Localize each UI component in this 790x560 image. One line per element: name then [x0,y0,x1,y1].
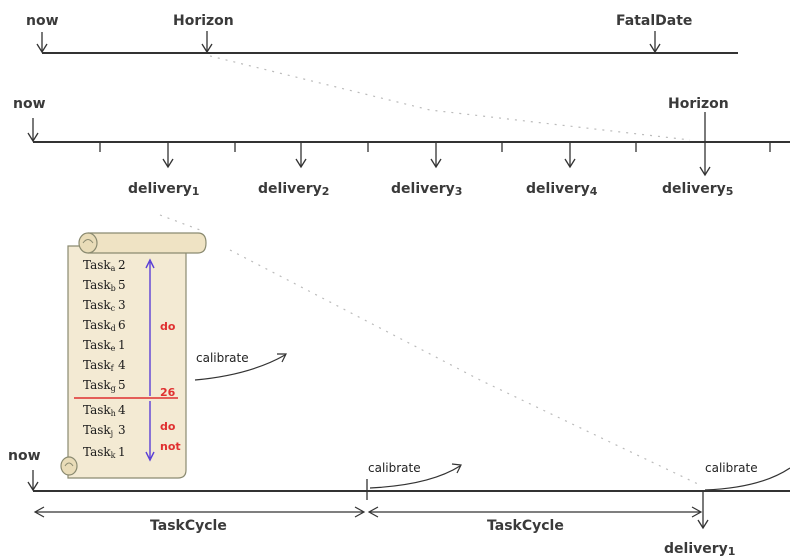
calibrate-curve-2 [369,463,462,489]
task-value: 5 [118,278,126,292]
top-timeline: now Horizon FatalDate [26,13,738,54]
middle-horizon-label: Horizon [668,96,729,112]
task-list: Taska 2 Taskb 5 Taskc 3 Taskd 6 Taske 1 … [83,258,126,460]
task-row: Taskb [83,278,116,293]
delivery-label-2: delivery2 [258,181,329,198]
zoom-guide-right [229,249,701,486]
task-value: 3 [118,423,126,437]
task-value: 1 [118,338,126,352]
total-points: 26 [160,386,176,399]
task-value: 1 [118,445,126,459]
task-value: 3 [118,298,126,312]
task-value: 4 [118,358,126,372]
calibrate-label-3: calibrate [705,461,758,475]
top-now-label: now [26,13,59,29]
task-value: 2 [118,258,126,272]
task-row: Taskg [83,378,116,393]
middle-timeline: now Horizon [13,96,790,198]
delivery-label-3: delivery3 [391,181,462,198]
calibrate-label-1: calibrate [196,351,249,365]
do-label: do [160,320,176,333]
task-value: 5 [118,378,126,392]
calibrate-label-2: calibrate [368,461,421,475]
delivery-label-1: delivery1 [128,181,199,198]
backlog-scroll: Taska 2 Taskb 5 Taskc 3 Taskd 6 Taske 1 … [60,232,207,479]
middle-horizon-marker [699,112,711,177]
task-cycle-span-1 [33,506,366,518]
delivery-label-4: delivery4 [526,181,598,198]
task-row: Taskh [83,403,116,418]
bottom-now-label: now [8,448,41,464]
top-horizon-label: Horizon [173,13,234,29]
task-cycle-span-2 [367,506,703,518]
zoom-guide-left [159,214,201,231]
do-arrow [145,258,155,396]
task-row: Taska [83,258,116,273]
task-row: Taske [83,338,116,353]
bottom-delivery-label: delivery1 [664,541,735,558]
delivery-arrow-2 [295,143,307,169]
top-now-marker [36,32,48,54]
task-value: 4 [118,403,126,417]
middle-sprint-ticks [99,142,771,152]
top-horizon-marker [201,31,213,54]
bottom-now-marker [27,470,39,492]
task-row: Taskk [83,445,116,460]
top-fataldate-marker [649,31,661,54]
bottom-timeline: now calibrate calibrate TaskCycle TaskCy… [8,448,790,558]
top-fataldate-label: FatalDate [616,13,692,29]
task-row: Taskf [83,358,115,373]
do-not-label-not: not [160,440,181,453]
middle-now-marker [27,118,39,143]
delivery-arrow-1 [162,143,174,169]
do-not-arrow [145,401,155,462]
task-row: Taskd [83,318,116,333]
middle-now-label: now [13,96,46,112]
delivery-arrow-3 [430,143,442,169]
task-cycle-label-1: TaskCycle [150,518,227,534]
task-row: Taskc [83,298,116,313]
delivery-arrow-4 [564,143,576,169]
task-row: Taskj [83,423,113,438]
task-cycle-label-2: TaskCycle [487,518,564,534]
zoom-guide-top [209,55,691,141]
bottom-delivery-marker [697,491,709,530]
task-value: 6 [118,318,126,332]
delivery-label-5: delivery5 [662,181,733,198]
do-not-label-do: do [160,420,176,433]
calibrate-curve-1 [194,353,287,381]
calibrate-curve-3 [704,467,790,491]
